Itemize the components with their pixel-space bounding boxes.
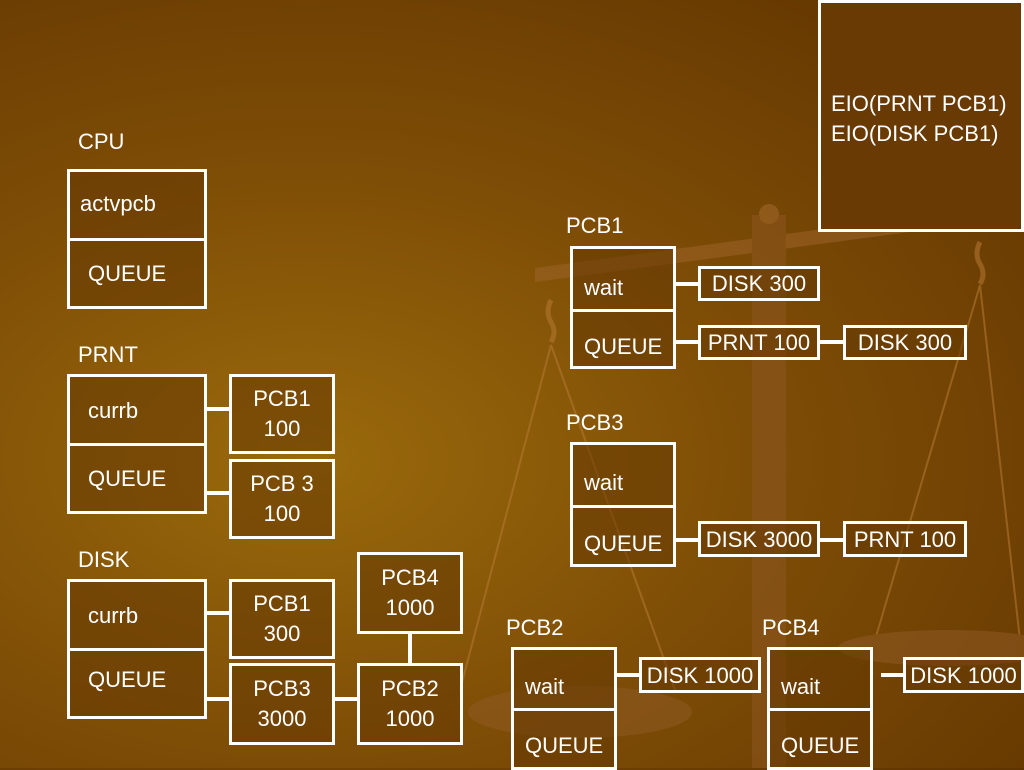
pcb-name: PCB 3 bbox=[250, 471, 314, 496]
pcb1-wait-item: DISK 300 bbox=[698, 266, 820, 301]
disk-currb-cell: currb bbox=[67, 579, 207, 651]
eio-note-line: EIO(PRNT PCB1) bbox=[831, 91, 1007, 116]
pcb-value: 100 bbox=[263, 501, 301, 526]
pcb-value: 3000 bbox=[257, 706, 307, 731]
connector-line bbox=[207, 611, 230, 615]
pcb1-queue-item-2: DISK 300 bbox=[843, 325, 967, 360]
pcb-value: 1000 bbox=[385, 595, 435, 620]
disk-curr-pcb-box: PCB1 300 bbox=[229, 579, 335, 659]
pcb4-title: PCB4 bbox=[762, 615, 820, 640]
pcb3-queue-cell: QUEUE bbox=[570, 505, 676, 567]
prnt-curr-pcb-box: PCB1 100 bbox=[229, 374, 335, 454]
pcb1-wait-cell: wait bbox=[570, 246, 676, 312]
connector-line bbox=[676, 538, 700, 542]
pcb-value: 100 bbox=[263, 416, 301, 441]
connector-line bbox=[676, 340, 700, 344]
cpu-queue-cell: QUEUE bbox=[67, 238, 207, 309]
cpu-title: CPU bbox=[78, 129, 125, 154]
connector-line bbox=[335, 697, 358, 701]
prnt-title: PRNT bbox=[78, 342, 138, 367]
pcb4-queue-cell: QUEUE bbox=[767, 708, 873, 770]
pcb-name: PCB3 bbox=[253, 676, 311, 701]
pcb1-queue-cell: QUEUE bbox=[570, 309, 676, 369]
prnt-currb-cell: currb bbox=[67, 374, 207, 446]
connector-line bbox=[617, 673, 641, 677]
pcb1-queue-item-1: PRNT 100 bbox=[698, 325, 820, 360]
pcb2-title: PCB2 bbox=[506, 615, 564, 640]
pcb-name: PCB1 bbox=[253, 591, 311, 616]
eio-note-line: EIO(DISK PCB1) bbox=[831, 121, 999, 146]
pcb2-wait-item: DISK 1000 bbox=[639, 657, 761, 693]
connector-line bbox=[820, 538, 845, 542]
pcb2-queue-cell: QUEUE bbox=[511, 708, 617, 770]
connector-line bbox=[820, 340, 845, 344]
pcb-value: 1000 bbox=[385, 706, 435, 731]
connector-line bbox=[881, 673, 905, 677]
disk-queue-pcb2-box: PCB2 1000 bbox=[357, 663, 463, 745]
prnt-queue-pcb-box: PCB 3 100 bbox=[229, 459, 335, 539]
disk-title: DISK bbox=[78, 547, 130, 572]
connector-line bbox=[207, 697, 230, 701]
pcb-name: PCB4 bbox=[381, 565, 439, 590]
pcb-name: PCB2 bbox=[381, 676, 439, 701]
pcb1-title: PCB1 bbox=[566, 213, 624, 238]
disk-queue-pcb3-box: PCB3 3000 bbox=[229, 663, 335, 745]
pcb3-queue-item-1: DISK 3000 bbox=[698, 521, 820, 557]
connector-line bbox=[207, 491, 230, 495]
disk-queue-pcb4-box: PCB4 1000 bbox=[357, 552, 463, 634]
pcb3-title: PCB3 bbox=[566, 410, 624, 435]
connector-line bbox=[408, 633, 412, 664]
prnt-queue-cell: QUEUE bbox=[67, 443, 207, 514]
disk-queue-cell: QUEUE bbox=[67, 648, 207, 719]
eio-note-box: EIO(PRNT PCB1) EIO(DISK PCB1) bbox=[818, 0, 1024, 232]
pcb2-wait-cell: wait bbox=[511, 647, 617, 711]
pcb-value: 300 bbox=[263, 621, 301, 646]
pcb3-wait-cell: wait bbox=[570, 442, 676, 508]
cpu-actvpcb-cell: actvpcb bbox=[67, 169, 207, 241]
connector-line bbox=[207, 407, 230, 411]
pcb-name: PCB1 bbox=[253, 386, 311, 411]
pcb4-wait-item: DISK 1000 bbox=[903, 657, 1024, 693]
pcb4-wait-cell: wait bbox=[767, 647, 873, 711]
connector-line bbox=[676, 282, 700, 286]
pcb3-queue-item-2: PRNT 100 bbox=[843, 521, 967, 557]
